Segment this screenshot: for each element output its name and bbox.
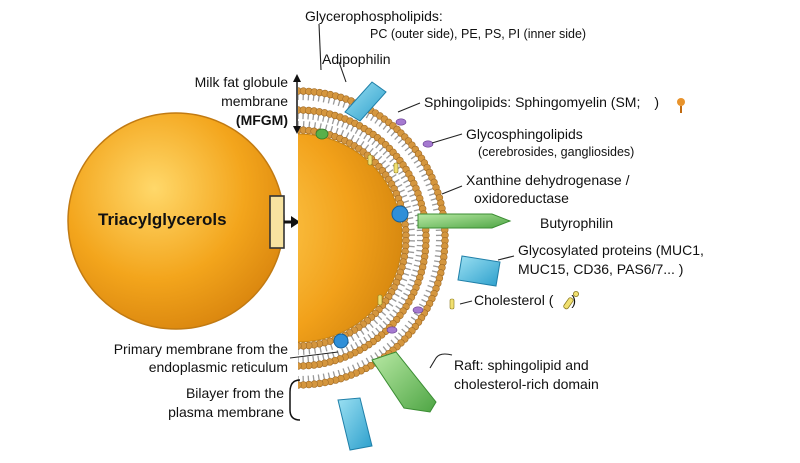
mfgm-arrow-down (293, 126, 301, 134)
leader-cholesterol (459, 300, 473, 305)
glycolipid (395, 118, 407, 126)
cholesterol-title: Cholesterol ( (474, 292, 554, 308)
leader-xanthine (441, 185, 463, 195)
xanthine-protein (391, 205, 409, 223)
raft-line2: cholesterol-rich domain (454, 376, 599, 392)
glycosphingolipids-detail: (cerebrosides, gangliosides) (478, 145, 635, 159)
cholesterol-molecule (377, 294, 383, 306)
mfgm-line2: membrane (221, 93, 288, 109)
glycosphingolipids-title: Glycosphingolipids (466, 126, 583, 142)
zoom-window (269, 195, 285, 249)
membrane-proteins (315, 81, 512, 451)
bilayer-line2: plasma membrane (168, 404, 284, 420)
leader-adipophilin (338, 61, 347, 83)
primary-line1: Primary membrane from the (113, 341, 288, 357)
raft-protein (371, 351, 437, 413)
primary-line2: endoplasmic reticulum (148, 359, 288, 375)
sphingolipids-label: Sphingolipids: Sphingomyelin (SM;) (424, 94, 659, 110)
sphingomyelin-legend-icon (677, 98, 685, 113)
leader-lines (289, 23, 515, 369)
glycolipid (386, 326, 398, 334)
glycolipid (412, 306, 424, 314)
lipid-head (298, 342, 302, 350)
leader-glycosylated (497, 255, 515, 261)
cholesterol-legend-icon (563, 290, 580, 310)
cholesterol-label: Cholesterol () (474, 292, 576, 308)
core-label: Triacylglycerols (98, 210, 227, 229)
adipophilin-protein (344, 81, 387, 122)
cholesterol-close: ) (571, 292, 577, 308)
glycolipid (422, 140, 434, 148)
lipid-head (298, 362, 302, 370)
glycerophospholipids-detail: PC (outer side), PE, PS, PI (inner side) (370, 27, 587, 41)
xanthine-line1: Xanthine dehydrogenase / (466, 172, 630, 188)
glycosylated-line2: MUC15, CD36, PAS6/7... ) (518, 261, 684, 277)
butyrophilin-label: Butyrophilin (540, 215, 614, 231)
adipophilin-label: Adipophilin (322, 51, 391, 67)
mfgm-arrow-up (293, 74, 301, 82)
green-protein-small (315, 128, 329, 140)
glycosylated-protein (457, 255, 501, 287)
leader-sphingolipids (397, 102, 421, 113)
leader-raft (429, 353, 453, 369)
cholesterol-molecule (393, 162, 399, 174)
xanthine-line2: oxidoreductase (474, 190, 569, 206)
leader-glycerophospholipids (318, 23, 322, 71)
zoom-arrowhead (291, 216, 300, 228)
sphingolipids-title: Sphingolipids: (424, 94, 512, 110)
mfgm-line3: (MFGM) (235, 112, 288, 128)
sphingolipids-detail: Sphingomyelin (SM; (515, 94, 641, 110)
zoomed-core (298, 133, 403, 343)
butyrophilin-protein (417, 213, 512, 229)
glycerophospholipids-title: Glycerophospholipids: (305, 8, 443, 24)
cholesterol-molecule (367, 154, 373, 166)
bilayer-line1: Bilayer from the (185, 385, 284, 401)
cholesterol-molecule (449, 298, 455, 310)
zoomed-globule (298, 87, 449, 389)
bilayer-bracket (289, 379, 301, 421)
mfgm-line1: Milk fat globule (194, 74, 288, 90)
raft-line1: Raft: sphingolipid and (454, 357, 589, 373)
sphingolipids-close: ) (654, 94, 660, 110)
leader-glycosphingolipids (431, 133, 463, 144)
glycosylated-line1: Glycosylated proteins (MUC1, (518, 242, 704, 258)
leader-primary (289, 351, 339, 359)
lower-blue-protein (337, 397, 373, 451)
xanthine-protein-lower (333, 333, 349, 349)
lipid-head (298, 381, 302, 389)
